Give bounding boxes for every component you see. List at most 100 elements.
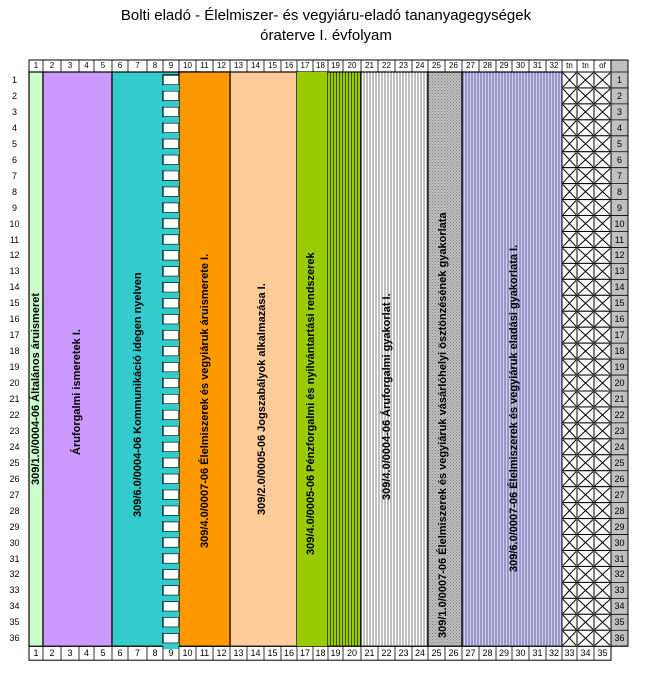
footer-col-28: 28	[482, 648, 493, 659]
comb-tooth	[163, 196, 179, 203]
crossed-cell	[576, 326, 595, 344]
comb-tooth	[163, 340, 179, 347]
comb-tooth	[163, 499, 179, 506]
left-row-33: 33	[9, 585, 20, 596]
comb-tooth	[163, 84, 179, 91]
crossed-cell	[576, 454, 595, 472]
crossed-cell	[561, 246, 578, 264]
header-col-13: 13	[234, 61, 243, 70]
right-row-36: 36	[614, 633, 625, 644]
comb-tooth	[163, 627, 179, 634]
crossed-cell	[576, 246, 595, 264]
right-row-27: 27	[614, 489, 625, 500]
comb-tooth	[163, 595, 179, 602]
crossed-cell	[561, 103, 578, 121]
footer-col-24: 24	[414, 648, 425, 659]
crossed-cell	[561, 358, 578, 376]
crossed-cell	[593, 135, 612, 153]
comb-tooth	[163, 116, 179, 123]
left-row-15: 15	[9, 298, 20, 309]
comb-tooth	[163, 419, 179, 426]
header-col-32: 32	[549, 61, 559, 70]
left-row-30: 30	[9, 537, 20, 548]
left-row-1: 1	[11, 75, 17, 85]
footer-col-7: 7	[134, 648, 140, 659]
left-row-20: 20	[9, 378, 20, 389]
comb-tooth	[163, 483, 179, 490]
crossed-cell	[593, 262, 612, 280]
crossed-cell	[593, 597, 612, 615]
crossed-cell	[593, 231, 612, 248]
crossed-cell	[593, 199, 612, 217]
comb-tooth	[163, 563, 179, 570]
crossed-cell	[576, 199, 595, 217]
left-row-18: 18	[9, 346, 20, 357]
crossed-cell	[593, 486, 612, 504]
crossed-cell	[561, 294, 578, 312]
block-aruforgalmi-gyakorlat	[360, 71, 429, 647]
crossed-cell	[576, 486, 595, 504]
header-col-2: 2	[49, 61, 55, 70]
crossed-cell	[593, 294, 612, 312]
right-row-2: 2	[616, 90, 622, 101]
header-col-8: 8	[152, 61, 158, 70]
header-col-16: 16	[284, 61, 294, 70]
left-row-16: 16	[9, 314, 20, 325]
header-col-1: 1	[33, 61, 39, 70]
left-row-25: 25	[9, 457, 20, 468]
crossed-cell	[593, 119, 612, 137]
header-col-3: 3	[67, 61, 73, 70]
right-row-19: 19	[614, 362, 625, 373]
right-row-26: 26	[614, 473, 625, 484]
footer-col-19: 19	[330, 648, 341, 659]
block-label-9: 309/6.0/0007-06 Élelmiszerek és vegyiáru…	[508, 244, 520, 572]
left-row-28: 28	[9, 505, 20, 516]
crossed-cell	[576, 422, 595, 440]
comb-tooth	[163, 611, 179, 618]
right-row-11: 11	[614, 234, 625, 245]
crossed-cell	[576, 342, 595, 360]
crossed-cell	[561, 581, 578, 599]
crossed-cell	[593, 103, 612, 121]
crossed-cell	[561, 231, 578, 248]
comb-tooth	[163, 292, 179, 299]
crossed-cell	[576, 358, 595, 376]
crossed-cell	[593, 358, 612, 376]
crossed-cell	[576, 103, 595, 121]
crossed-cell	[561, 262, 578, 280]
header-col-22: 22	[382, 61, 391, 70]
crossed-cell	[576, 278, 595, 296]
left-row-21: 21	[9, 394, 20, 404]
crossed-cell	[576, 597, 595, 615]
footer-col-30: 30	[515, 648, 526, 659]
crossed-cell	[561, 199, 578, 217]
crossed-cell	[576, 135, 595, 153]
right-row-9: 9	[616, 202, 622, 213]
left-row-9: 9	[11, 202, 17, 213]
block-label-8: 309/1.0/0007-06 Élelmiszerek és vegyiáru…	[437, 212, 449, 638]
crossed-cell	[593, 502, 612, 520]
crossed-cell	[561, 486, 578, 504]
right-row-21: 21	[614, 394, 625, 404]
comb-tooth	[163, 164, 179, 171]
right-row-5: 5	[616, 138, 622, 149]
crossed-cell	[593, 342, 612, 360]
footer-col-18: 18	[315, 648, 326, 659]
header-col-34: tn	[582, 61, 589, 70]
crossed-cell	[576, 390, 595, 408]
footer-col-32: 32	[548, 648, 559, 659]
header-col-17: 17	[300, 61, 310, 70]
comb-tooth	[163, 579, 179, 586]
header-col-9: 9	[168, 61, 174, 70]
left-row-8: 8	[11, 186, 17, 197]
left-row-31: 31	[9, 553, 20, 564]
comb-tooth	[163, 244, 179, 251]
right-row-22: 22	[614, 409, 625, 420]
header-col-12: 12	[217, 61, 226, 70]
right-row-3: 3	[616, 106, 622, 117]
footer-col-4: 4	[83, 648, 89, 659]
crossed-cell	[576, 71, 595, 89]
footer-col-11: 11	[199, 648, 210, 659]
header-col-4: 4	[84, 61, 89, 70]
crossed-cell	[561, 518, 578, 536]
